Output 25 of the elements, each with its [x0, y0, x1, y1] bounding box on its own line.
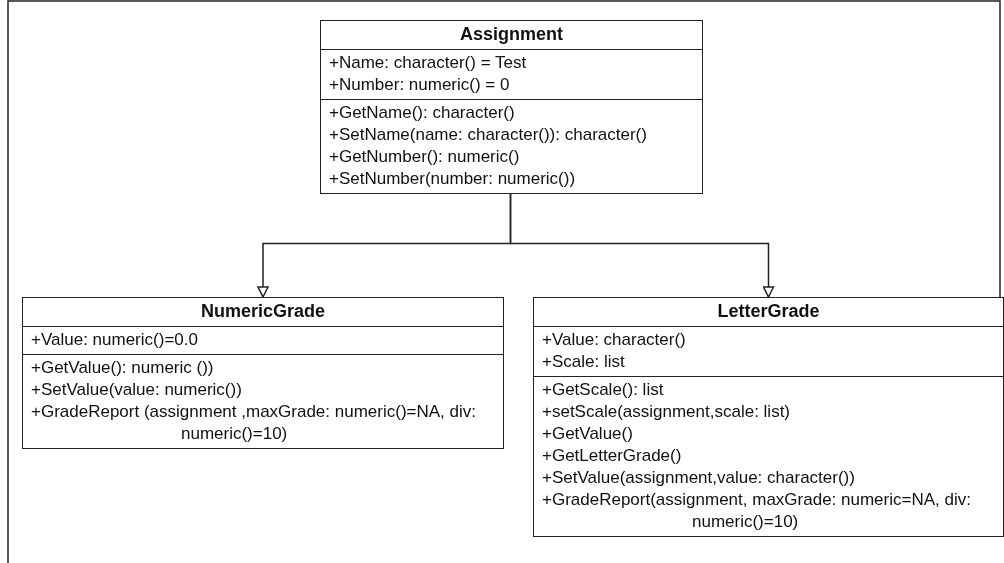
method-text: +GetScale(): list — [542, 379, 665, 401]
method-text: +SetName(name: character()): character() — [329, 124, 648, 146]
attribute-text: +Name: character() = Test — [329, 52, 528, 74]
method-text: +GetLetterGrade() — [542, 445, 683, 467]
method-text: +GetName(): character() — [329, 102, 516, 124]
attribute-text: +Scale: list — [542, 351, 626, 373]
class-name: NumericGrade — [23, 298, 503, 327]
method-text: +GetValue(): numeric ()) — [31, 357, 215, 379]
class-box — [22, 297, 504, 449]
method-text: +setScale(assignment,scale: list) — [542, 401, 792, 423]
method-text: +GradeReport (assignment ,maxGrade: numeric()=NA, div: numeric()=10) — [31, 401, 477, 445]
class-box — [320, 20, 703, 194]
method-text: +SetValue(value: numeric()) — [31, 379, 243, 401]
attribute-text: +Number: numeric() = 0 — [329, 74, 511, 96]
class-name: LetterGrade — [534, 298, 1003, 327]
inheritance-arrow — [509, 193, 775, 298]
method-text: +SetNumber(number: numeric()) — [329, 168, 577, 190]
method-text: +GetNumber(): numeric() — [329, 146, 521, 168]
attribute-text: +Value: numeric()=0.0 — [31, 329, 199, 351]
method-text: +SetValue(assignment,value: character()) — [542, 467, 856, 489]
class-name: Assignment — [321, 21, 702, 50]
method-text: +GradeReport(assignment, maxGrade: numeric=NA, div: numeric()=10) — [542, 489, 972, 533]
attribute-text: +Value: character() — [542, 329, 687, 351]
class-box — [533, 297, 1004, 537]
method-text: +GetValue() — [542, 423, 634, 445]
